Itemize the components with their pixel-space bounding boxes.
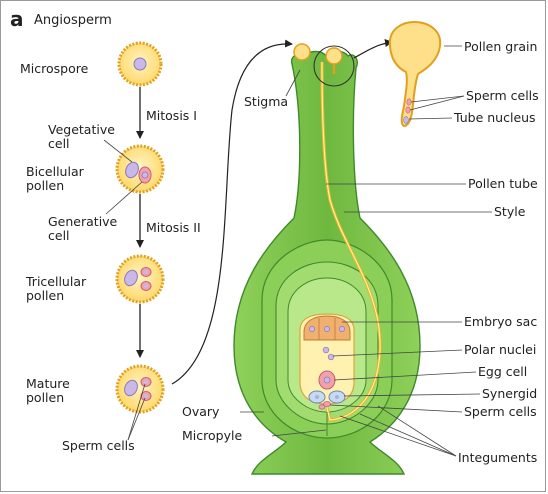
tricellular-pollen-icon — [117, 256, 163, 302]
label-synergid: Synergid — [482, 386, 537, 401]
antipodal-cells — [304, 316, 350, 340]
sperm-cell-bottom-2 — [319, 405, 325, 409]
label-tricellular-2: pollen — [26, 288, 64, 303]
label-mature-1: Mature — [26, 376, 70, 391]
microspore-icon — [119, 43, 161, 85]
label-mature-2: pollen — [26, 390, 64, 405]
label-stigma: Stigma — [244, 94, 288, 109]
label-polar-nuclei: Polar nuclei — [464, 342, 536, 357]
label-sperm-cells-left: Sperm cells — [62, 438, 135, 453]
label-integuments: Integuments — [458, 450, 537, 465]
label-pollen-tube: Pollen tube — [468, 176, 538, 191]
label-generative-1: Generative — [48, 214, 118, 229]
panel-letter: a — [10, 7, 24, 31]
label-sperm-cells-bottom: Sperm cells — [464, 404, 537, 419]
label-mitosis-1: Mitosis I — [146, 108, 197, 123]
label-egg-cell: Egg cell — [478, 364, 527, 379]
polar-nucleus-2 — [328, 354, 334, 360]
egg-cell — [319, 371, 335, 389]
label-vegetative-2: cell — [48, 136, 70, 151]
label-microspore: Microspore — [20, 61, 89, 76]
label-style: Style — [494, 204, 526, 219]
label-pollen-grain: Pollen grain — [464, 39, 537, 54]
label-sperm-cells-top: Sperm cells — [466, 88, 539, 103]
bicellular-pollen-icon — [117, 146, 163, 192]
label-bicellular-2: pollen — [26, 178, 64, 193]
label-tricellular-1: Tricellular — [25, 274, 87, 289]
figure-title: Angiosperm — [34, 13, 112, 28]
stigma-pollen-grain-1 — [294, 44, 310, 60]
label-mitosis-2: Mitosis II — [146, 220, 201, 235]
mature-pollen-icon — [117, 366, 163, 412]
label-ovary: Ovary — [182, 404, 220, 419]
arrow-zoom — [354, 42, 392, 58]
polar-nucleus-1 — [323, 347, 329, 353]
label-generative-2: cell — [48, 228, 70, 243]
label-bicellular-1: Bicellular — [26, 164, 85, 179]
label-tube-nucleus: Tube nucleus — [453, 110, 536, 125]
label-embryo-sac: Embryo sac — [464, 314, 537, 329]
enlarged-pollen-grain — [390, 22, 440, 126]
label-vegetative-1: Vegetative — [48, 122, 115, 137]
label-micropyle: Micropyle — [182, 428, 242, 443]
